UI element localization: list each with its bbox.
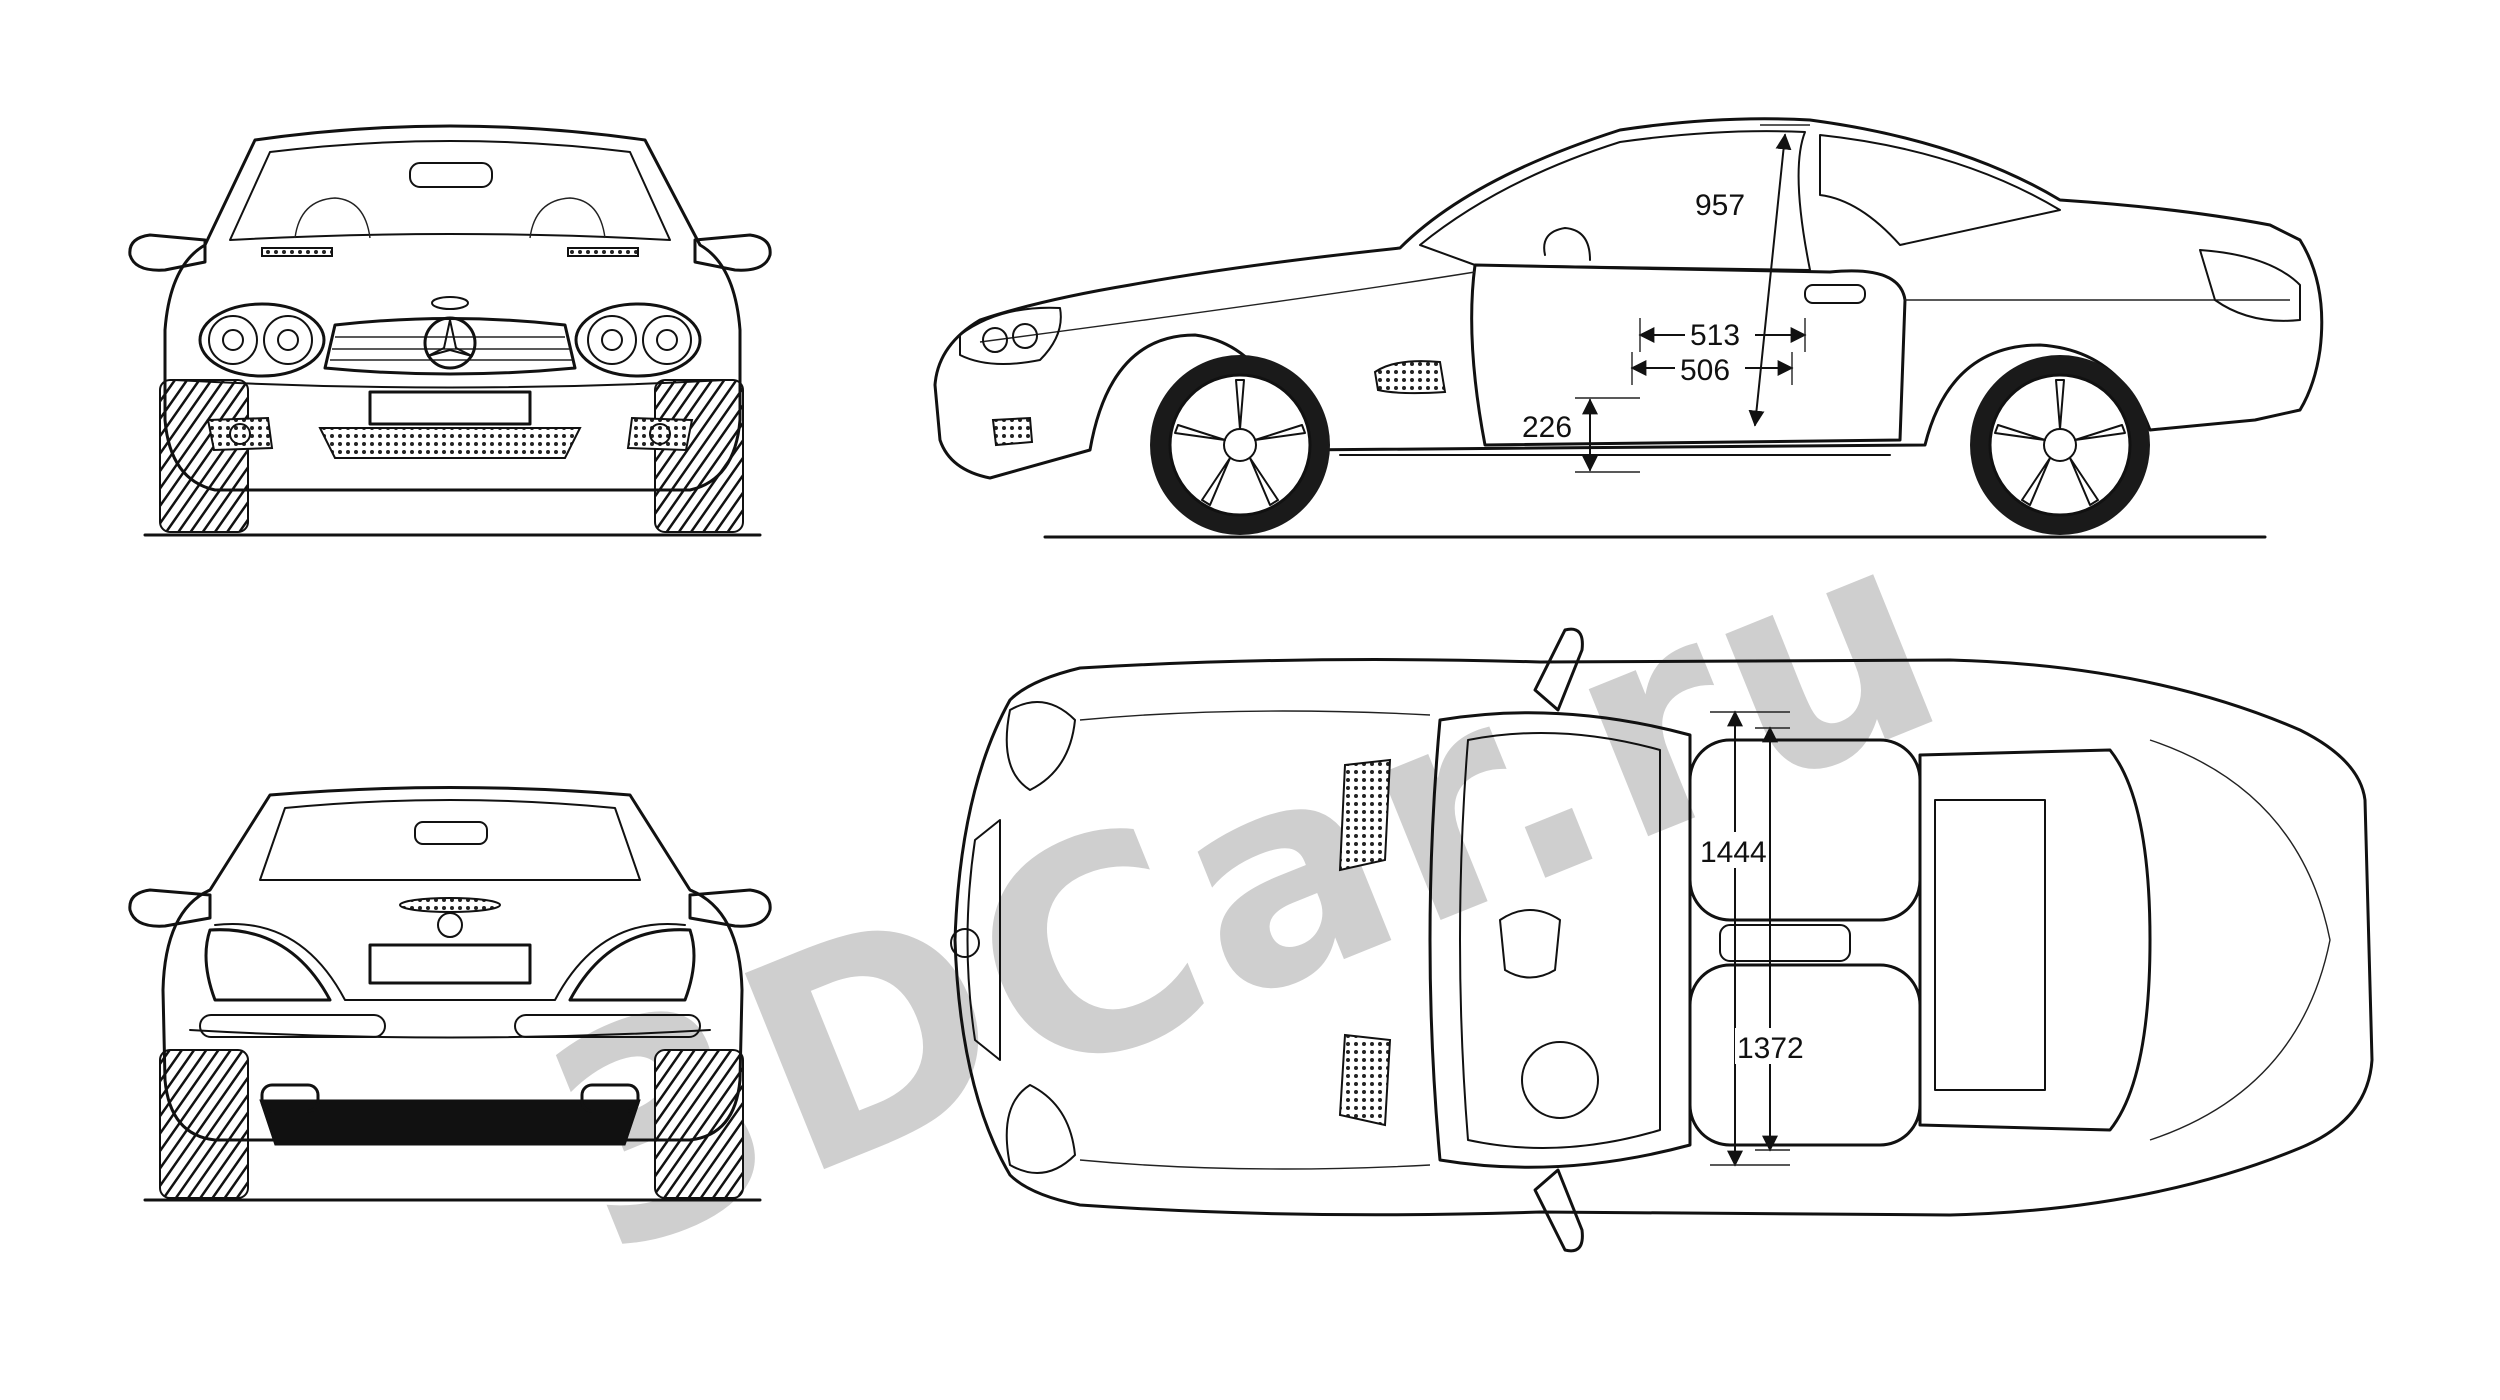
dim-shoulder-width-label: 1444 bbox=[1700, 836, 1767, 869]
rear-diffuser bbox=[259, 1099, 641, 1146]
rear-window bbox=[259, 799, 641, 881]
front-body-outline bbox=[163, 124, 742, 492]
headlight-left bbox=[198, 302, 326, 378]
dim-roof-height: 957 bbox=[1695, 124, 1810, 427]
taillight-right bbox=[568, 928, 696, 1002]
top-headlight-right bbox=[1005, 1084, 1076, 1174]
top-mirror-left bbox=[1533, 627, 1584, 712]
taillight-left bbox=[204, 928, 332, 1002]
top-steering-wheel bbox=[1521, 1041, 1599, 1119]
rear-body-outline bbox=[161, 786, 744, 1142]
top-headlight-left bbox=[1005, 701, 1076, 791]
front-left-tyre bbox=[159, 379, 249, 533]
top-front-grille bbox=[966, 819, 1001, 1061]
side-front-rim bbox=[1168, 373, 1312, 517]
rear-reflector-right bbox=[514, 1014, 701, 1038]
rear-view bbox=[128, 786, 772, 1202]
front-seat-right bbox=[529, 197, 606, 239]
side-headlight bbox=[959, 306, 1062, 365]
dim-shoulder-width: 1444 bbox=[1698, 710, 1790, 1167]
side-front-spokes bbox=[1174, 379, 1306, 506]
door-handle bbox=[1804, 284, 1866, 304]
side-taillight bbox=[2199, 249, 2301, 322]
front-right-tyre bbox=[654, 379, 744, 533]
door-outline bbox=[1470, 263, 1907, 447]
hood-emblem bbox=[431, 296, 469, 310]
dim-hip-width: 1372 bbox=[1735, 726, 1811, 1152]
headlight-right bbox=[574, 302, 702, 378]
front-lower-intake bbox=[318, 427, 582, 459]
top-center-console bbox=[1719, 924, 1851, 962]
dim-door-upper: 513 bbox=[1638, 315, 1807, 352]
top-emblem bbox=[950, 928, 980, 958]
top-roll-bar bbox=[1934, 799, 2046, 1091]
trunk-lid-line bbox=[214, 923, 686, 1001]
front-license-plate bbox=[368, 390, 532, 426]
fog-light-right bbox=[626, 416, 694, 452]
rear-mirror-left bbox=[128, 888, 212, 928]
rear-mirror-right bbox=[688, 888, 772, 928]
rear-emblem bbox=[437, 912, 463, 938]
rear-reflector-left bbox=[199, 1014, 386, 1038]
dim-sill-height: 226 bbox=[1522, 397, 1640, 473]
front-mirror-left bbox=[128, 233, 207, 272]
top-dashboard-center bbox=[1499, 909, 1561, 979]
side-rear-rim bbox=[1988, 373, 2132, 517]
hood-vent-right bbox=[567, 247, 639, 257]
dim-hip-width-label: 1372 bbox=[1737, 1032, 1804, 1065]
rear-left-tyre bbox=[159, 1049, 249, 1199]
dim-roof-height-label: 957 bbox=[1695, 189, 1745, 222]
front-view bbox=[128, 124, 772, 537]
exhaust-left bbox=[260, 1083, 320, 1113]
front-bumper-line bbox=[174, 379, 726, 389]
fog-light-left bbox=[206, 416, 274, 452]
hood-vent-top-right bbox=[1338, 1033, 1392, 1127]
dim-door-upper-label: 513 bbox=[1690, 319, 1740, 352]
front-mirror-right bbox=[693, 233, 772, 272]
dim-door-lower: 506 bbox=[1630, 350, 1794, 387]
hood-vent-left bbox=[261, 247, 333, 257]
dim-sill-height-label: 226 bbox=[1522, 411, 1572, 444]
rear-right-tyre bbox=[654, 1049, 744, 1199]
top-mirror-right bbox=[1533, 1168, 1584, 1253]
dim-door-lower-label: 506 bbox=[1680, 354, 1730, 387]
rear-view-mirror bbox=[409, 162, 493, 188]
exhaust-right bbox=[580, 1083, 640, 1113]
side-window bbox=[1419, 130, 1811, 271]
top-body-outline bbox=[953, 658, 2374, 1217]
front-grille bbox=[323, 317, 577, 376]
side-rear-spokes bbox=[1994, 379, 2126, 506]
fender-vent bbox=[1373, 360, 1447, 395]
top-windshield bbox=[1428, 711, 1692, 1169]
rear-brake-light bbox=[414, 821, 488, 845]
front-windshield bbox=[229, 140, 671, 241]
side-fog-light bbox=[991, 416, 1034, 447]
rear-license-plate bbox=[368, 943, 532, 985]
top-rear-deck bbox=[1918, 748, 2152, 1132]
top-view: 1444 1372 bbox=[950, 627, 2374, 1253]
mercedes-star-emblem bbox=[423, 316, 477, 370]
rear-quarter-glass bbox=[1819, 134, 2061, 246]
trunk-vent bbox=[399, 897, 501, 913]
rear-bumper-line bbox=[189, 1029, 711, 1039]
side-view: 957 513 506 226 bbox=[933, 117, 2324, 539]
hood-vent-top-left bbox=[1338, 758, 1392, 872]
front-seat-left bbox=[294, 197, 371, 239]
side-mirror bbox=[1543, 227, 1591, 261]
